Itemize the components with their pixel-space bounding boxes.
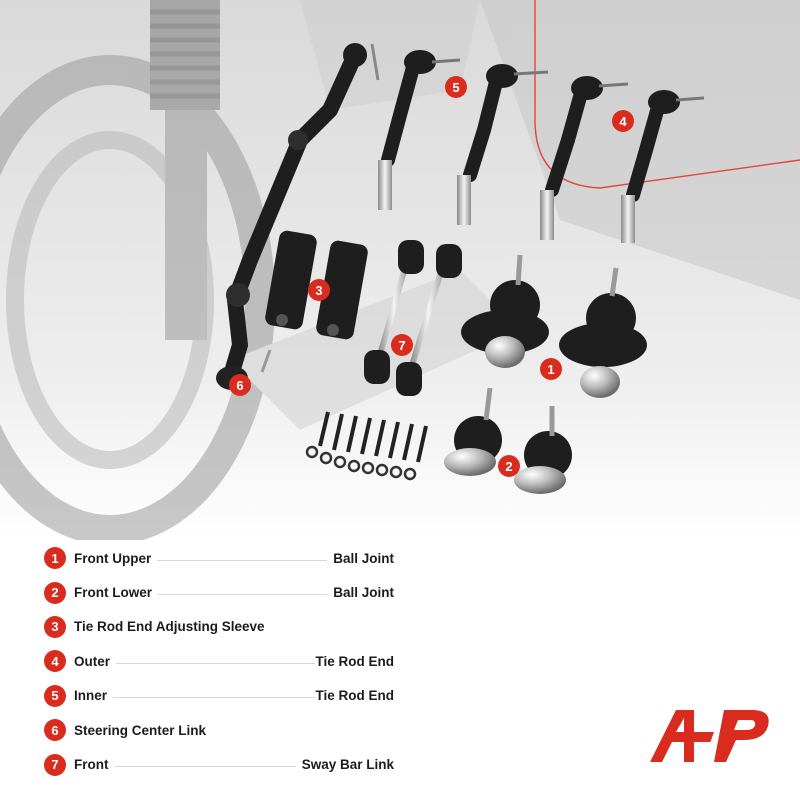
legend-part-label: Tie Rod End Adjusting Sleeve bbox=[74, 619, 265, 635]
product-photo: 5 4 3 7 1 6 2 bbox=[0, 0, 800, 545]
callout-5: 5 bbox=[445, 76, 467, 98]
legend-number: 5 bbox=[44, 684, 66, 707]
legend-part-label: Ball Joint bbox=[333, 585, 394, 601]
upper-ball-joints bbox=[461, 254, 647, 398]
legend-position-label: Outer bbox=[74, 653, 111, 669]
tie-rod-ends bbox=[378, 50, 705, 243]
legend-item-adjusting-sleeve: 3 Tie Rod End Adjusting Sleeve bbox=[44, 610, 394, 644]
a-premium-logo-icon bbox=[650, 710, 772, 762]
legend-divider bbox=[114, 766, 296, 768]
legend-divider bbox=[113, 697, 316, 699]
callout-1: 1 bbox=[540, 358, 562, 380]
product-illustration bbox=[0, 0, 800, 545]
legend-part-label: Sway Bar Link bbox=[301, 757, 394, 773]
legend-number: 2 bbox=[44, 581, 66, 604]
legend-position-label: Inner bbox=[74, 688, 108, 704]
callout-7: 7 bbox=[391, 334, 413, 356]
legend-item-steering-center-link: 6 Steering Center Link bbox=[44, 713, 394, 747]
hardware-nuts bbox=[305, 445, 417, 481]
legend-part-label: Ball Joint bbox=[333, 550, 394, 566]
callout-2: 2 bbox=[498, 455, 520, 477]
legend-item-front-lower-ball-joint: 2 Front Lower Ball Joint bbox=[44, 575, 394, 609]
legend-number: 4 bbox=[44, 650, 66, 673]
hardware-bolts bbox=[318, 411, 428, 463]
legend-item-outer-tie-rod-end: 4 Outer Tie Rod End bbox=[44, 644, 394, 678]
callout-6: 6 bbox=[229, 374, 251, 396]
legend-item-front-sway-bar-link: 7 Front Sway Bar Link bbox=[44, 747, 394, 781]
legend-number: 6 bbox=[44, 719, 66, 742]
legend-number: 3 bbox=[44, 615, 66, 638]
legend-number: 7 bbox=[44, 753, 66, 776]
legend-part-label: Tie Rod End bbox=[315, 688, 394, 704]
legend-position-label: Front bbox=[74, 757, 109, 773]
lower-ball-joints bbox=[444, 387, 572, 494]
legend-divider bbox=[158, 594, 328, 596]
callout-4: 4 bbox=[612, 110, 634, 132]
legend-divider bbox=[157, 559, 328, 561]
legend-number: 1 bbox=[44, 547, 66, 570]
legend-item-front-upper-ball-joint: 1 Front Upper Ball Joint bbox=[44, 541, 394, 575]
legend-position-label: Front Lower bbox=[74, 585, 152, 601]
sway-bar-links bbox=[364, 240, 462, 396]
legend-divider bbox=[116, 662, 316, 664]
legend-position-label: Front Upper bbox=[74, 550, 152, 566]
parts-legend: 1 Front Upper Ball Joint 2 Front Lower B… bbox=[44, 541, 394, 782]
legend-item-inner-tie-rod-end: 5 Inner Tie Rod End bbox=[44, 679, 394, 713]
legend-part-label: Tie Rod End bbox=[315, 653, 394, 669]
legend-part-label: Steering Center Link bbox=[74, 722, 207, 738]
callout-3: 3 bbox=[308, 279, 330, 301]
adjusting-sleeves bbox=[265, 230, 368, 340]
